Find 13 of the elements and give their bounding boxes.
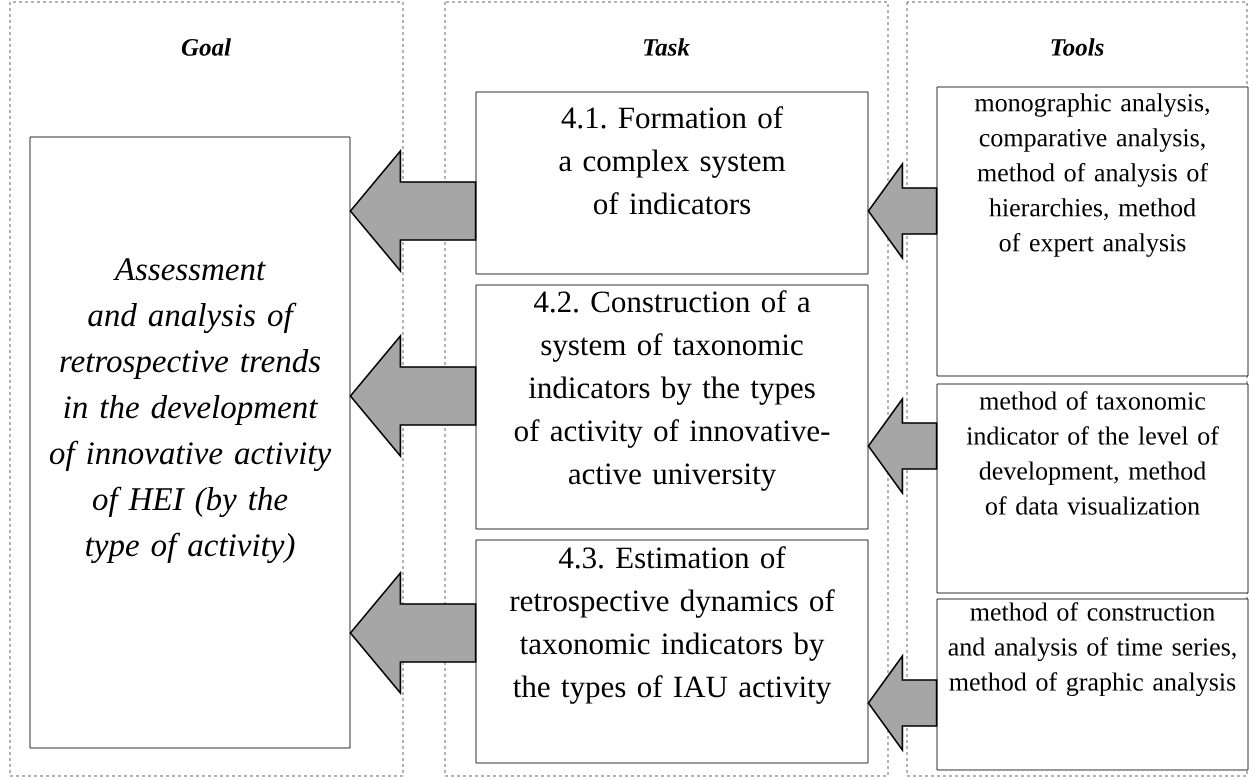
text-box: method of taxonomic indicator of the level of development, method of data visualization	[936, 383, 1249, 594]
text-box: method of construction and analysis of time series, method of graphic analysis	[936, 598, 1249, 771]
text-box: monographic analysis, comparative analysis, method of analysis of hierarchies, method of expert analysis	[936, 86, 1249, 377]
text-box: 4.2. Construction of a system of taxonomic indicators by the types of activity of innovative-active university	[475, 284, 869, 530]
text-box: 4.1. Formation of a complex system of indicators	[475, 91, 869, 275]
text-box: 4.3. Estimation of retrospective dynamics of taxonomic indicators by the types of IAU activity	[475, 539, 869, 764]
block-arrow	[349, 570, 477, 696]
block-arrow	[867, 653, 938, 753]
block-arrow	[867, 396, 938, 496]
block-arrow	[349, 333, 477, 459]
goal-box: Assessment and analysis of retrospective trends in the development of innovative activity of HEI (by the type of activity)	[29, 136, 351, 749]
block-arrow	[867, 161, 938, 261]
block-arrow	[349, 148, 477, 274]
